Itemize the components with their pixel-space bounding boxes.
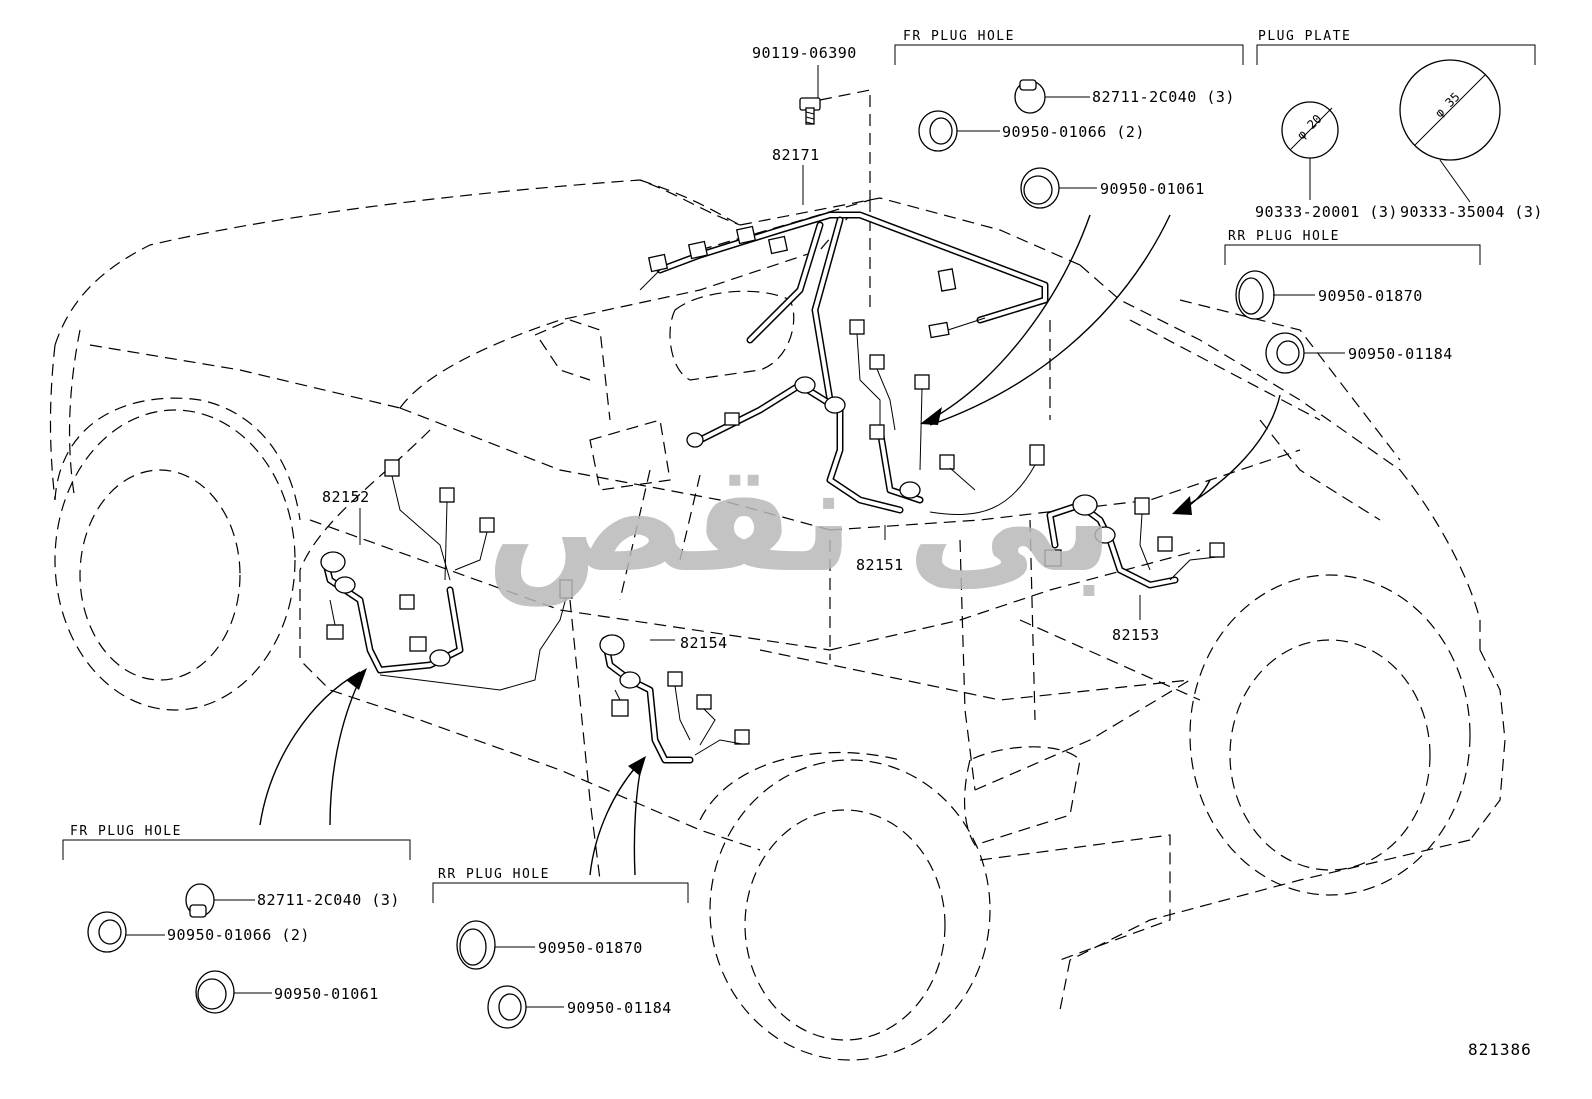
label-harness-rear-left: 82154 xyxy=(680,634,728,652)
group-bottom-fr-plug-hole xyxy=(62,839,411,1014)
plug-hole-clip-icon xyxy=(185,883,255,918)
plug-cap-icon xyxy=(456,920,535,970)
plug-ring-icon xyxy=(87,911,165,953)
plug-cap-icon xyxy=(195,970,272,1014)
group-bottom-rr-plug-hole xyxy=(432,882,689,1029)
plug-hole-clip-icon xyxy=(1014,79,1090,114)
harness-front xyxy=(320,459,573,691)
watermark-text: بی نقص xyxy=(485,432,1114,607)
clip-bolt-icon xyxy=(799,97,821,125)
part-label: 82711-2C040 (3) xyxy=(1092,88,1235,106)
group-title: FR PLUG HOLE xyxy=(70,824,182,839)
harness-leaders xyxy=(359,65,1141,641)
part-label: 90950-01870 xyxy=(538,939,643,957)
part-label: 90333-20001 (3) xyxy=(1255,203,1398,221)
plug-cap-icon xyxy=(1020,167,1097,209)
diagram-reference-number: 821386 xyxy=(1468,1040,1532,1059)
part-label: 90950-01061 xyxy=(1100,180,1205,198)
group-top-plug-plate xyxy=(1256,44,1536,203)
label-clip-bolt: 90119-06390 xyxy=(752,44,857,62)
plug-ring-icon xyxy=(1265,332,1345,374)
harness-rear-left xyxy=(599,634,750,764)
part-label: 90950-01066 (2) xyxy=(1002,123,1145,141)
part-label: 90950-01066 (2) xyxy=(167,926,310,944)
plug-cap-icon xyxy=(1235,270,1315,320)
label-harness-floor: 82151 xyxy=(856,556,904,574)
plug-plate-small-icon xyxy=(1281,101,1339,200)
group-title: PLUG PLATE xyxy=(1258,29,1351,44)
harness-roof xyxy=(639,211,1049,404)
vehicle-body-outline xyxy=(49,89,1506,1011)
label-harness-front: 82152 xyxy=(322,488,370,506)
plug-plate-large-icon xyxy=(1399,59,1501,203)
label-harness-roof: 82171 xyxy=(772,146,820,164)
group-title: FR PLUG HOLE xyxy=(903,29,1015,44)
callout-arrows xyxy=(259,214,1281,876)
part-label: 82711-2C040 (3) xyxy=(257,891,400,909)
part-label: 90950-01184 xyxy=(1348,345,1453,363)
group-top-rr-plug-hole xyxy=(1224,244,1481,374)
rear-left-wheel xyxy=(699,751,991,1061)
harness-floor xyxy=(686,319,1045,515)
rear-right-wheel xyxy=(1189,574,1471,896)
part-label: 90950-01061 xyxy=(274,985,379,1003)
front-wheel xyxy=(54,397,301,711)
part-label: 90950-01184 xyxy=(567,999,672,1017)
plug-ring-icon xyxy=(487,985,564,1029)
part-label: 90333-35004 (3) xyxy=(1400,203,1543,221)
plug-ring-icon xyxy=(918,110,1000,152)
harness-rear-right xyxy=(1044,494,1225,589)
label-harness-rear-right: 82153 xyxy=(1112,626,1160,644)
group-title: RR PLUG HOLE xyxy=(438,867,550,882)
group-title: RR PLUG HOLE xyxy=(1228,229,1340,244)
group-top-fr-plug-hole xyxy=(894,44,1244,209)
part-label: 90950-01870 xyxy=(1318,287,1423,305)
